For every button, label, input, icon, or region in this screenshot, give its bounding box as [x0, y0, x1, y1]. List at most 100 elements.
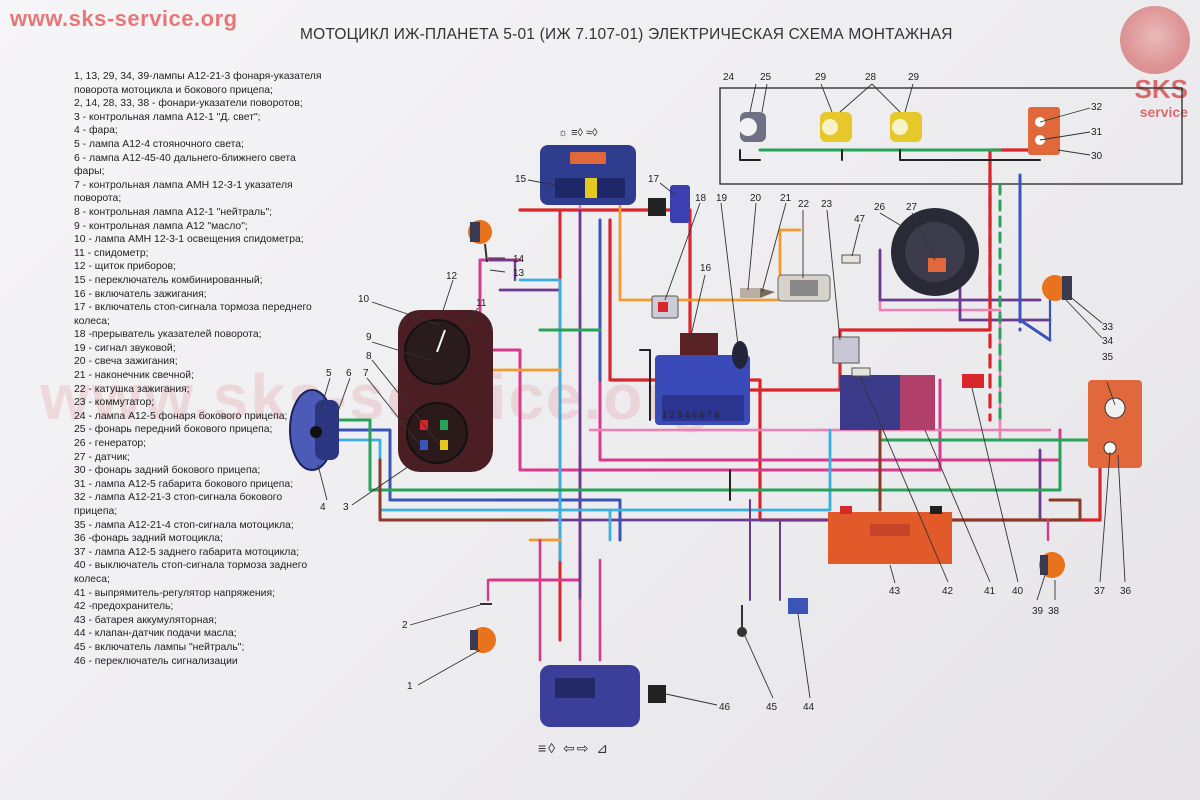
callout-21: 21 [780, 193, 792, 204]
callout-41: 41 [984, 586, 996, 597]
signal-switch-46 [540, 665, 666, 727]
instrument-cluster-12 [398, 310, 493, 472]
switch-top-icons: ☼ ≡◊ ≈◊ [558, 127, 598, 139]
legend-item: 2, 14, 28, 33, 38 - фонари-указатели пов… [74, 98, 303, 110]
oil-sensor-44 [788, 598, 808, 614]
ignition-terminal-numbers: 1 2 3 4 5 6 7 8 [662, 410, 720, 420]
wire-green [328, 148, 1102, 492]
legend-item: 41 - выпрямитель-регулятор напряжения; [74, 587, 275, 599]
callout-9: 9 [366, 332, 372, 343]
callout-31: 31 [1091, 127, 1103, 138]
callout-28: 28 [865, 72, 877, 83]
callout-10: 10 [358, 294, 370, 305]
wire-to-switch46 [538, 538, 602, 662]
callout-45: 45 [766, 702, 778, 713]
rear-light-36 [1088, 380, 1142, 468]
legend-item: 7 - контрольная лампа АМН 12-3-1 указате… [74, 179, 293, 205]
fuse-42 [851, 367, 871, 377]
page-title: МОТОЦИКЛ ИЖ-ПЛАНЕТА 5-01 (ИЖ 7.107-01) Э… [300, 26, 953, 43]
callout-29b: 29 [908, 72, 920, 83]
legend-item: 22 - катушка зажигания; [74, 383, 190, 395]
switch-46-icons: ≡◊ ⇦⇨ ⊿ [538, 740, 611, 756]
legend-item: 40 - выключатель стоп-сигнала тормоза за… [74, 560, 308, 585]
legend-item: 20 - свеча зажигания; [74, 356, 178, 368]
fuse-47 [841, 254, 861, 264]
callout-44: 44 [803, 702, 815, 713]
wire-black [639, 149, 1041, 501]
rectifier-regulator-41 [840, 375, 935, 430]
callout-24: 24 [723, 72, 735, 83]
legend-item: 18 -прерыватель указателей поворота; [74, 329, 262, 341]
legend-item: 9 - контрольная лампа А12 "масло"; [74, 220, 248, 232]
wire-rear-left-turn [486, 578, 562, 602]
component-legend: 1, 13, 29, 34, 39-лампы А12-21-3 фонаря-… [74, 70, 324, 668]
callout-8: 8 [366, 351, 372, 362]
legend-item: 17 - включатель стоп-сигнала тормоза пер… [74, 302, 312, 327]
combined-switch-15 [540, 145, 636, 205]
battery-43 [828, 506, 952, 564]
callout-3: 3 [343, 502, 349, 513]
rear-left-turn-signal-2 [470, 603, 496, 653]
callout-32: 32 [1091, 102, 1103, 113]
callout-40: 40 [1012, 586, 1024, 597]
legend-item: 10 - лампа АМН 12-3-1 освещения спидомет… [74, 234, 304, 246]
legend-item: 19 - сигнал звуковой; [74, 342, 176, 354]
sidecar-front-light-25 [739, 112, 766, 142]
callout-5: 5 [326, 368, 332, 379]
legend-item: 1, 13, 29, 34, 39-лампы А12-21-3 фонаря-… [74, 71, 322, 96]
callout-46: 46 [719, 702, 731, 713]
legend-item: 37 - лампа А12-5 заднего габарита мотоци… [74, 546, 300, 558]
wire-harness [328, 148, 1112, 662]
callout-26: 26 [874, 202, 886, 213]
legend-item: 43 - батарея аккумуляторная; [74, 614, 217, 626]
callout-numbers: 1 2 3 4 5 6 7 8 9 10 11 12 13 14 15 16 1… [320, 72, 1132, 713]
callout-18: 18 [695, 193, 707, 204]
legend-item: 30 - фонарь задний бокового прицепа; [74, 465, 261, 477]
legend-item: 8 - контрольная лампа А12-1 "нейтраль"; [74, 206, 273, 218]
legend-item: 32 - лампа А12-21-3 стоп-сигнала боковог… [74, 492, 283, 517]
neutral-switch-45 [737, 605, 747, 637]
callout-27: 27 [906, 202, 918, 213]
sensor-27 [928, 258, 946, 272]
legend-item: 12 - щиток приборов; [74, 261, 176, 273]
legend-item: 24 - лампа А12-5 фонаря бокового прицепа… [74, 410, 288, 422]
turn-interrupter-18 [651, 295, 679, 319]
callout-29a: 29 [815, 72, 827, 83]
sidecar-turn-signal-28-right [890, 112, 922, 142]
callout-43: 43 [889, 586, 901, 597]
callout-13: 13 [513, 268, 525, 279]
legend-item: 6 - лампа А12-45-40 дальнего-ближнего св… [74, 152, 296, 178]
callout-37: 37 [1094, 586, 1106, 597]
wire-brown [378, 398, 1082, 522]
sidecar-turn-signal-28-left [820, 112, 852, 142]
horn-19 [732, 341, 748, 369]
callout-leaders [317, 83, 1126, 706]
callout-1: 1 [407, 681, 413, 692]
callout-33: 33 [1102, 322, 1114, 333]
legend-item: 36 -фонарь задний мотоцикла; [74, 533, 223, 545]
sidecar-frame [719, 87, 1183, 185]
legend-item: 11 - спидометр; [74, 247, 149, 259]
legend-item: 46 - переключатель сигнализации [74, 655, 238, 667]
callout-12: 12 [446, 271, 458, 282]
callout-23: 23 [821, 199, 833, 210]
callout-30: 30 [1091, 151, 1103, 162]
sidecar-rear-light-30 [1028, 107, 1060, 155]
legend-item: 45 - включатель лампы "нейтраль"; [74, 641, 245, 653]
callout-4: 4 [320, 502, 326, 513]
legend-item: 3 - контрольная лампа А12-1 "Д. свет"; [74, 111, 261, 123]
rear-brake-switch-40 [962, 374, 984, 388]
sks-service-logo: SKS service [1100, 6, 1190, 128]
callout-11: 11 [476, 298, 487, 309]
watermark-url: www.sks-service.org [10, 6, 238, 31]
callout-20: 20 [750, 193, 762, 204]
legend-item: 42 -предохранитель; [74, 601, 174, 613]
callout-7: 7 [363, 368, 369, 379]
legend-item: 15 - переключатель комбинированный; [74, 274, 263, 286]
callout-36: 36 [1120, 586, 1132, 597]
ignition-switch-16 [655, 333, 750, 425]
callout-16: 16 [700, 263, 712, 274]
legend-item: 26 - генератор; [74, 438, 147, 450]
